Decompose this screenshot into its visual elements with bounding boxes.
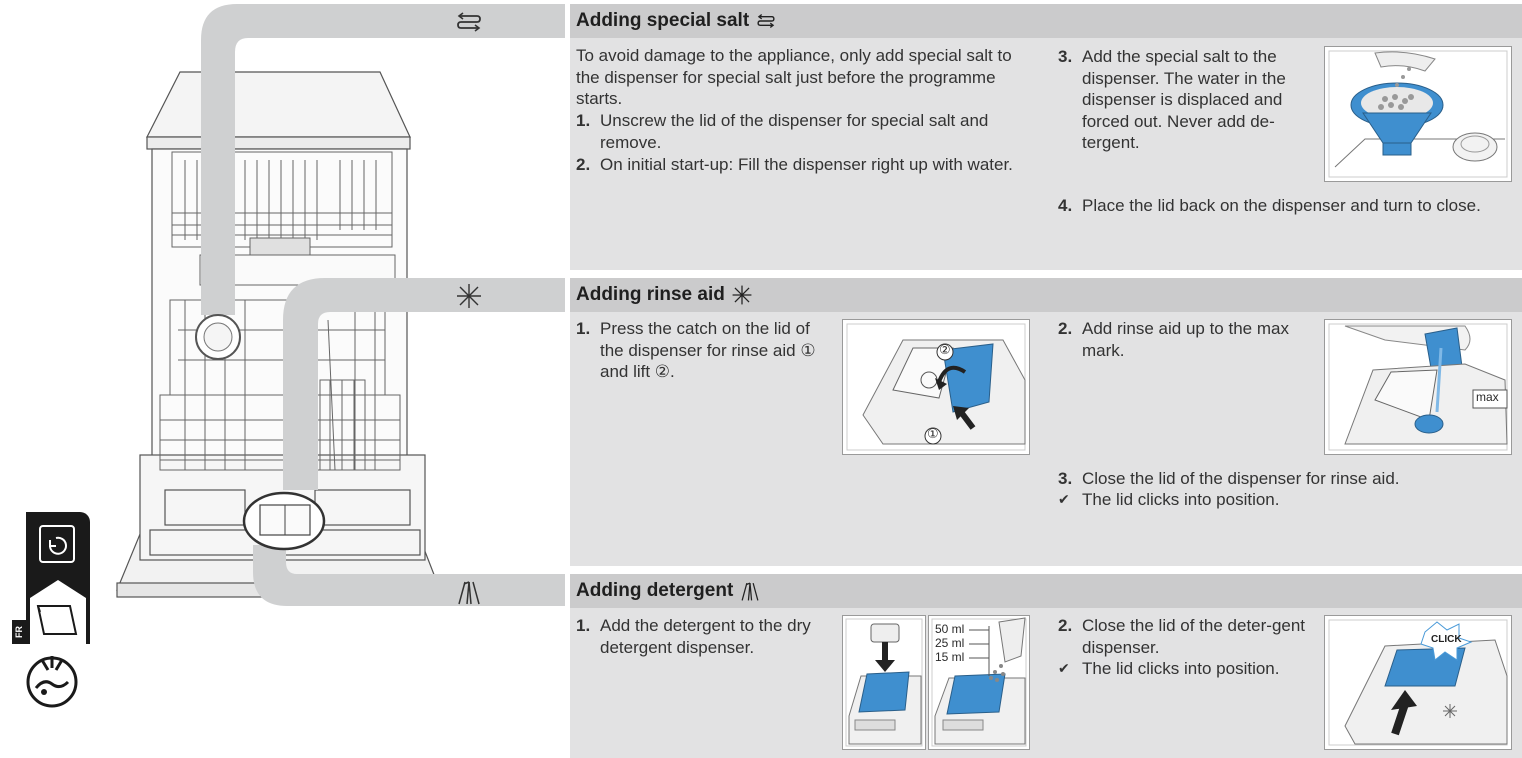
connector-detergent-icon bbox=[455, 578, 483, 606]
salt-funnel-figure bbox=[1324, 46, 1512, 182]
step-number: 3. bbox=[1058, 47, 1073, 66]
rinse-step-1: 1. Press the catch on the lid of the dis… bbox=[576, 318, 826, 384]
step-number: 1. bbox=[576, 319, 591, 338]
detergent-click-figure: CLICK bbox=[1324, 615, 1512, 750]
rinse-step-2: 2. Add rinse aid up to the max mark. bbox=[1058, 318, 1298, 362]
connector-salt-icon bbox=[455, 8, 483, 36]
step-number: 1. bbox=[576, 111, 591, 130]
rinse-step-3: 3. Close the lid of the dispenser for ri… bbox=[1058, 468, 1508, 490]
drawer-icon bbox=[26, 576, 90, 644]
step-number: 2. bbox=[576, 155, 591, 174]
detergent-section: Adding detergent 1. Add the detergent to… bbox=[570, 574, 1522, 758]
detergent-section-header: Adding detergent bbox=[570, 574, 1522, 608]
click-label: CLICK bbox=[1431, 634, 1462, 645]
step-text: Add the detergent to the dry detergent d… bbox=[600, 616, 811, 657]
dishwasher-spray-icon bbox=[22, 648, 82, 708]
fr-tab-label: FR bbox=[14, 626, 24, 638]
dishwasher-drawing bbox=[116, 4, 565, 606]
detergent-powder-figure: 50 ml 25 ml 15 ml bbox=[928, 615, 1030, 750]
salt-refill-icon bbox=[26, 512, 90, 576]
measure-25ml: 25 ml bbox=[935, 636, 965, 650]
detergent-step-1: 1. Add the detergent to the dry detergen… bbox=[576, 615, 828, 659]
detergent-tablet-figure bbox=[842, 615, 926, 750]
step-number: 1. bbox=[576, 616, 591, 635]
max-label: max bbox=[1476, 390, 1499, 404]
step-text: On initial start-up: Fill the dispenser … bbox=[600, 155, 1013, 174]
detergent-result: ✔ The lid clicks into position. bbox=[1058, 658, 1308, 680]
dishwasher-illustration: FR bbox=[0, 0, 570, 758]
fr-tab: FR bbox=[12, 620, 26, 644]
step-text: Press the catch on the lid of the dispen… bbox=[600, 319, 816, 381]
salt-intro: To avoid damage to the appliance, only a… bbox=[576, 46, 1012, 108]
callout-two: ② bbox=[939, 342, 951, 357]
salt-section-header: Adding special salt bbox=[570, 4, 1522, 38]
detergent-icon bbox=[739, 580, 761, 602]
step-text: Close the lid of the deter-gent dispense… bbox=[1082, 616, 1306, 657]
detergent-step-2: 2. Close the lid of the deter-gent dispe… bbox=[1058, 615, 1308, 659]
salt-step-3: 3. Add the special salt to the dispenser… bbox=[1058, 46, 1318, 156]
result-text: The lid clicks into position. bbox=[1082, 490, 1280, 509]
rinse-section: Adding rinse aid 1. Press the catch on t… bbox=[570, 278, 1522, 566]
connector-rinse-aid-icon bbox=[455, 282, 483, 310]
salt-section: Adding special salt To avoid damage to t… bbox=[570, 4, 1522, 270]
step-text: Add the special salt to the dispenser. T… bbox=[1082, 47, 1286, 152]
rinse-section-title: Adding rinse aid bbox=[576, 284, 725, 305]
salt-icon bbox=[755, 11, 777, 31]
salt-step-4: 4. Place the lid back on the dispenser a… bbox=[1058, 195, 1508, 239]
step-text: Place the lid back on the dispenser and … bbox=[1082, 196, 1481, 215]
rinse-aid-icon bbox=[731, 284, 753, 306]
step-number: 2. bbox=[1058, 319, 1073, 338]
salt-section-title: Adding special salt bbox=[576, 10, 750, 31]
step-number: 3. bbox=[1058, 469, 1073, 488]
check-icon: ✔ bbox=[1058, 660, 1070, 676]
result-text: The lid clicks into position. bbox=[1082, 659, 1280, 678]
salt-step-2: 2. On initial start-up: Fill the dispens… bbox=[576, 154, 1038, 198]
sidebar-icon-stack: FR bbox=[12, 512, 92, 712]
detergent-section-title: Adding detergent bbox=[576, 580, 734, 601]
check-icon: ✔ bbox=[1058, 491, 1070, 507]
step-text: Add rinse aid up to the max mark. bbox=[1082, 319, 1289, 360]
rinse-result: ✔ The lid clicks into position. bbox=[1058, 489, 1508, 511]
rinse-section-header: Adding rinse aid bbox=[570, 278, 1522, 312]
step-number: 2. bbox=[1058, 616, 1073, 635]
step-text: Close the lid of the dispenser for rinse… bbox=[1082, 469, 1400, 488]
rinse-fill-figure: max bbox=[1324, 319, 1512, 455]
rinse-lid-open-figure: ② ① bbox=[842, 319, 1030, 455]
step-text: Unscrew the lid of the dispenser for spe… bbox=[600, 111, 989, 152]
step-number: 4. bbox=[1058, 196, 1073, 215]
measure-50ml: 50 ml bbox=[935, 622, 965, 636]
measure-15ml: 15 ml bbox=[935, 650, 965, 664]
callout-one: ① bbox=[927, 426, 939, 441]
salt-step-1: 1. Unscrew the lid of the dispenser for … bbox=[576, 110, 1038, 154]
